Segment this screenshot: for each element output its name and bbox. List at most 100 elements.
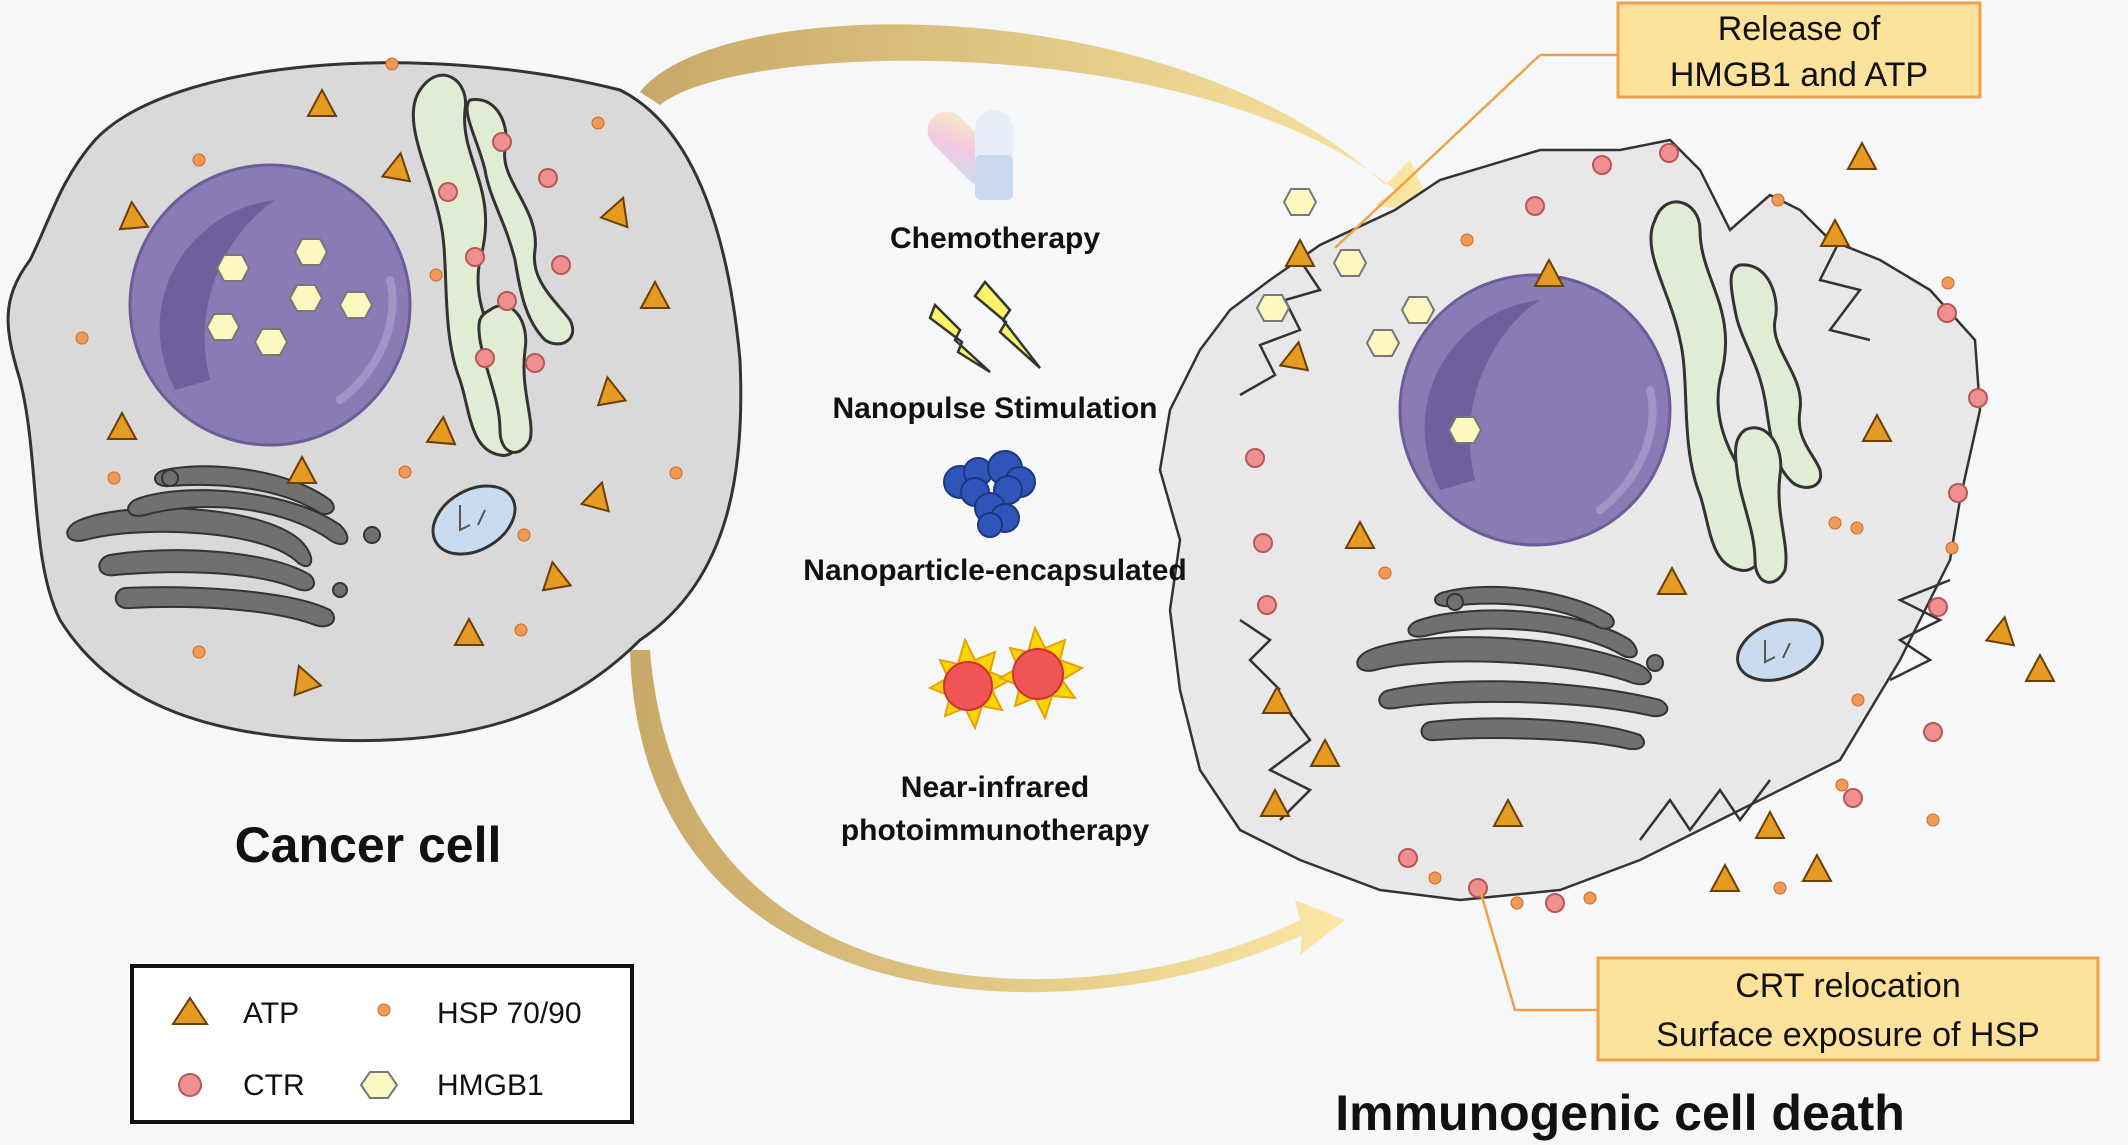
cancer-mitochondrion: [431, 484, 517, 556]
atp-marker: [1261, 684, 1293, 714]
crt-callout-box: [1596, 956, 2100, 1062]
cancer-cell-title: Cancer cell: [235, 817, 502, 873]
hsp-marker: [1850, 521, 1864, 535]
hsp-marker: [1510, 896, 1524, 910]
ctr-marker: [525, 353, 545, 373]
hsp-marker: [75, 331, 89, 345]
hsp-marker: [1828, 516, 1842, 530]
atp-marker: [1284, 237, 1316, 267]
ctr-marker: [1545, 893, 1565, 913]
atp-marker: [1861, 412, 1893, 442]
legend-ctr-label: CTR: [243, 1069, 305, 1102]
hsp-marker: [192, 645, 206, 659]
hsp-marker: [514, 623, 528, 637]
ctr-marker: [538, 168, 558, 188]
ctr-marker: [465, 247, 485, 267]
ctr-marker: [1843, 788, 1863, 808]
hsp-marker: [107, 471, 121, 485]
hsp-marker: [1773, 881, 1787, 895]
hsp-marker: [1835, 778, 1849, 792]
release-callout-line1: Release of: [1718, 10, 1881, 48]
atp-marker: [2024, 652, 2056, 682]
release-callout-line2: HMGB1 and ATP: [1670, 56, 1928, 94]
atp-marker: [599, 195, 629, 229]
legend-hsp-icon: [377, 1003, 391, 1017]
atp-marker: [1533, 257, 1565, 287]
hmgb1-marker: [215, 254, 251, 282]
ctr-marker: [1948, 483, 1968, 503]
ctr-marker: [1398, 848, 1418, 868]
hmgb1-marker: [1282, 188, 1318, 216]
hsp-markers: [75, 57, 1959, 910]
atp-marker: [1259, 787, 1291, 817]
atp-marker: [118, 199, 150, 231]
hmgb1-marker: [288, 284, 324, 312]
icd-title: Immunogenic cell death: [1335, 1085, 1905, 1141]
legend-atp-label: ATP: [243, 997, 299, 1030]
ctr-marker: [492, 132, 512, 152]
nanoparticle-cluster-icon: [943, 450, 1036, 538]
atp-marker: [380, 151, 412, 183]
ctr-markers: [438, 132, 1988, 913]
cancer-cell-membrane: [6, 61, 743, 743]
hsp-marker: [1851, 693, 1865, 707]
hmgb1-markers: [205, 188, 1483, 444]
hsp-marker: [192, 153, 206, 167]
atp-marker: [1709, 862, 1741, 892]
atp-marker: [1278, 340, 1310, 372]
hsp-marker: [1583, 891, 1597, 905]
treatment-chemotherapy-label: Chemotherapy: [890, 222, 1100, 255]
hsp-marker: [429, 268, 443, 282]
hsp-marker: [1945, 541, 1959, 555]
starburst-cells-icon: [927, 625, 1085, 731]
atp-marker: [425, 414, 457, 446]
atp-marker: [306, 87, 338, 117]
ctr-marker: [1468, 878, 1488, 898]
hmgb1-marker: [1400, 296, 1436, 324]
hsp-marker: [1460, 233, 1474, 247]
legend-ctr-icon: [178, 1073, 202, 1097]
ctr-marker: [1592, 155, 1612, 175]
hmgb1-marker: [1447, 416, 1483, 444]
atp-marker: [541, 560, 573, 592]
atp-marker: [579, 480, 611, 513]
treatment-nanoparticle-label: Nanoparticle-encapsulated: [803, 554, 1186, 587]
crt-leader-line: [1478, 889, 1598, 1012]
ctr-marker: [1659, 143, 1679, 163]
ctr-marker: [1937, 303, 1957, 323]
cancer-cell: [6, 61, 743, 743]
legend: ATP HSP 70/90 CTR HMGB1: [130, 964, 634, 1124]
ctr-marker: [1928, 597, 1948, 617]
lightning-bolts-icon: [928, 280, 1041, 374]
hsp-marker: [517, 528, 531, 542]
hmgb1-marker: [1365, 329, 1401, 357]
atp-marker: [1344, 519, 1376, 549]
crt-callout-line1: CRT relocation: [1735, 967, 1961, 1005]
legend-hmgb1-icon: [359, 1071, 399, 1099]
atp-marker: [1492, 797, 1524, 827]
atp-marker: [1754, 809, 1786, 839]
ctr-marker: [438, 182, 458, 202]
atp-marker: [1984, 615, 2016, 647]
atp-marker: [293, 663, 323, 697]
atp-marker: [596, 375, 628, 407]
atp-marker: [1846, 140, 1878, 170]
ctr-marker: [551, 255, 571, 275]
atp-markers: [106, 87, 2056, 892]
release-callout-box: [1616, 1, 1982, 99]
atp-marker: [106, 410, 138, 440]
hmgb1-marker: [1332, 249, 1368, 277]
atp-marker: [1819, 217, 1851, 247]
hsp-marker: [385, 57, 399, 71]
top-transition-arrow: [640, 24, 1435, 216]
hsp-marker: [1926, 813, 1940, 827]
legend-hsp-label: HSP 70/90: [437, 997, 582, 1030]
hsp-marker: [1941, 276, 1955, 290]
treatment-nanopulse-label: Nanopulse Stimulation: [832, 392, 1157, 425]
atp-marker: [286, 454, 318, 484]
dying-cell: [1158, 138, 1982, 902]
atp-marker: [1656, 565, 1688, 595]
atp-marker: [1801, 852, 1833, 882]
